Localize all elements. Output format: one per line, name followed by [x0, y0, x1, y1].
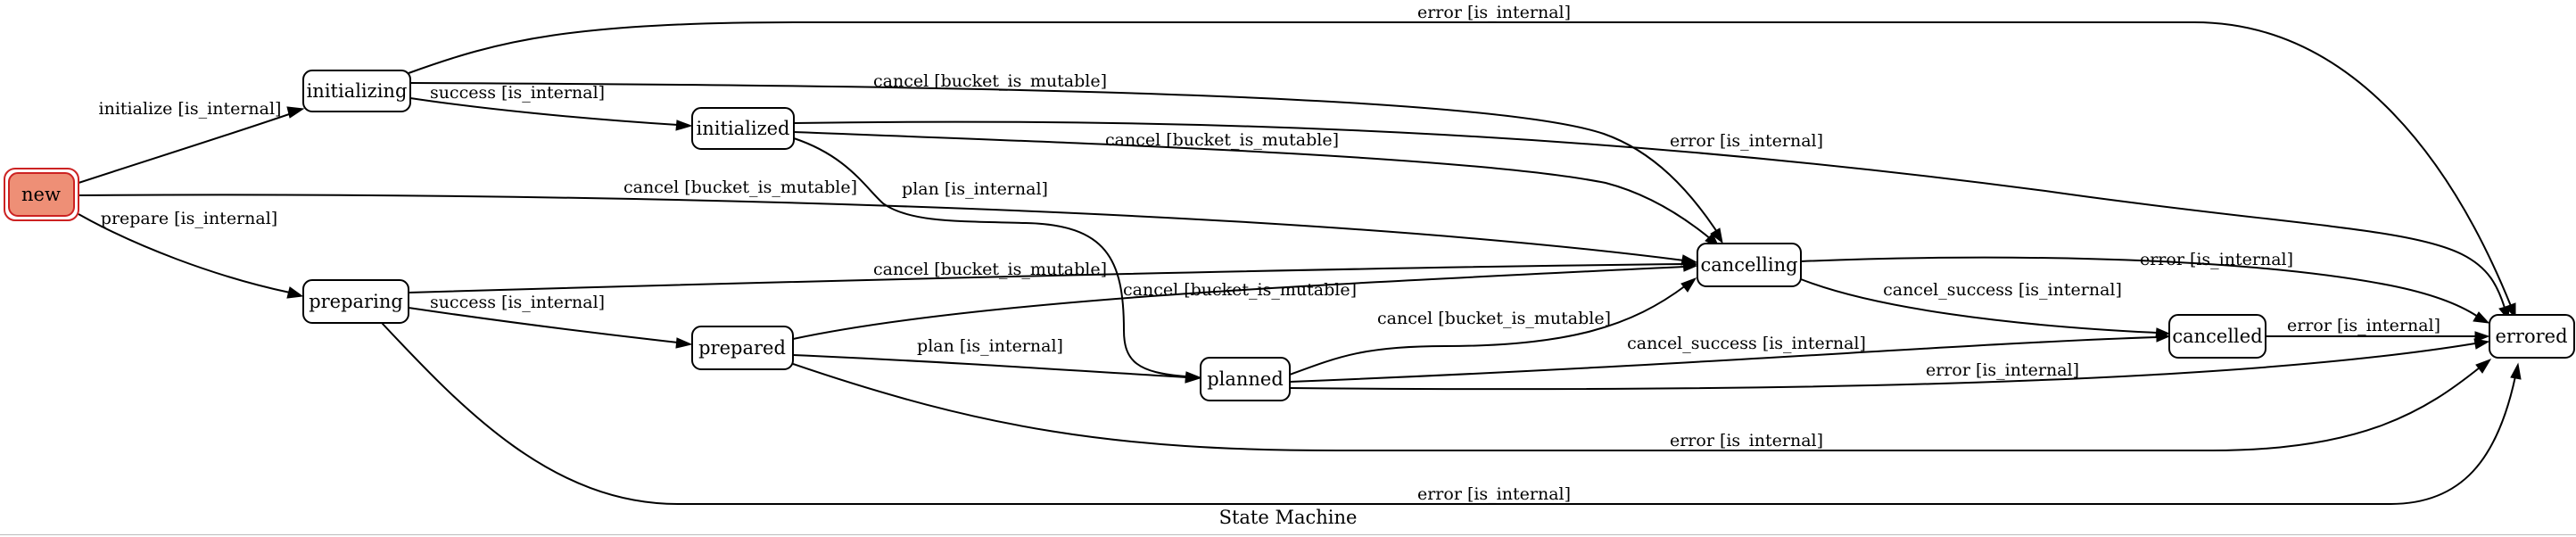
state-label: prepared: [698, 337, 786, 359]
edge-preparing-prepared: success [is_internal]: [408, 293, 693, 349]
edge-label: error [is_internal]: [1417, 484, 1571, 504]
edge-initializing-errored: error [is_internal]: [408, 3, 2516, 319]
edge-label: error [is_internal]: [2287, 316, 2440, 335]
edge-label: cancel_success [is_internal]: [1883, 280, 2122, 300]
edge-label: initialize [is_internal]: [99, 99, 282, 119]
state-label: initialized: [697, 118, 790, 139]
edge-prepared-planned: plan [is_internal]: [792, 336, 1201, 384]
state-cancelling: cancelling: [1697, 243, 1802, 287]
edge-cancelled-errored: error [is_internal]: [2266, 316, 2490, 343]
diagram-caption: State Machine: [1219, 507, 1358, 528]
edge-label: error [is_internal]: [1670, 131, 1823, 151]
state-label: cancelled: [2172, 326, 2262, 347]
edge-label: cancel [bucket_is_mutable]: [1377, 309, 1611, 328]
edge-preparing-errored: error [is_internal]: [381, 322, 2522, 505]
edge-new-cancelling: cancel [bucket_is_mutable]: [78, 178, 1698, 266]
edge-initialized-errored: error [is_internal]: [793, 120, 2510, 321]
state-initializing: initializing: [302, 70, 411, 112]
edge-label: cancel [bucket_is_mutable]: [1105, 130, 1339, 150]
edge-initializing-cancelling: cancel [bucket_is_mutable]: [409, 71, 1723, 244]
edge-label: cancel [bucket_is_mutable]: [623, 178, 857, 197]
edge-prepared-errored: error [is_internal]: [792, 359, 2492, 451]
state-label: cancelling: [1700, 254, 1797, 276]
state-label: preparing: [309, 291, 403, 312]
state-new: new: [4, 168, 79, 221]
state-initialized: initialized: [691, 107, 795, 150]
edge-cancelling-errored: error [is_internal]: [1800, 250, 2490, 324]
edge-planned-cancelling: cancel [bucket_is_mutable]: [1289, 277, 1697, 376]
edge-label: cancel [bucket_is_mutable]: [1123, 280, 1357, 300]
edge-label: cancel [bucket_is_mutable]: [873, 260, 1107, 279]
edge-label: cancel_success [is_internal]: [1627, 334, 1866, 353]
edge-label: success [is_internal]: [430, 83, 605, 103]
edge-label: error [is_internal]: [1417, 3, 1571, 22]
edge-initializing-initialized: success [is_internal]: [409, 83, 693, 131]
state-planned: planned: [1200, 357, 1291, 401]
edge-label: success [is_internal]: [430, 293, 605, 312]
edge-cancelling-cancelled: cancel_success [is_internal]: [1800, 278, 2171, 338]
edge-prepared-cancelling: cancel [bucket_is_mutable]: [792, 260, 1698, 340]
bottom-divider: [0, 534, 2576, 535]
edge-initialized-cancelling: cancel [bucket_is_mutable]: [793, 130, 1721, 249]
edge-planned-cancelled: cancel_success [is_internal]: [1289, 331, 2171, 383]
state-label: new: [21, 184, 61, 205]
state-prepared: prepared: [691, 326, 794, 370]
state-errored: errored: [2489, 314, 2575, 359]
state-label: planned: [1207, 368, 1284, 390]
edge-new-preparing: prepare [is_internal]: [78, 209, 304, 299]
edge-label: plan [is_internal]: [917, 336, 1063, 356]
edge-new-initializing: initialize [is_internal]: [78, 99, 305, 184]
state-cancelled: cancelled: [2168, 314, 2266, 359]
state-label: errored: [2495, 326, 2567, 347]
edge-label: error [is_internal]: [2140, 250, 2293, 269]
state-preparing: preparing: [302, 279, 409, 324]
edge-label: error [is_internal]: [1670, 431, 1823, 450]
edge-label: plan [is_internal]: [902, 179, 1048, 199]
edge-planned-errored: error [is_internal]: [1289, 338, 2490, 391]
edge-label: cancel [bucket_is_mutable]: [873, 71, 1107, 91]
state-label: initializing: [307, 80, 408, 102]
edge-label: error [is_internal]: [1926, 360, 2079, 380]
edge-label: prepare [is_internal]: [101, 209, 277, 228]
